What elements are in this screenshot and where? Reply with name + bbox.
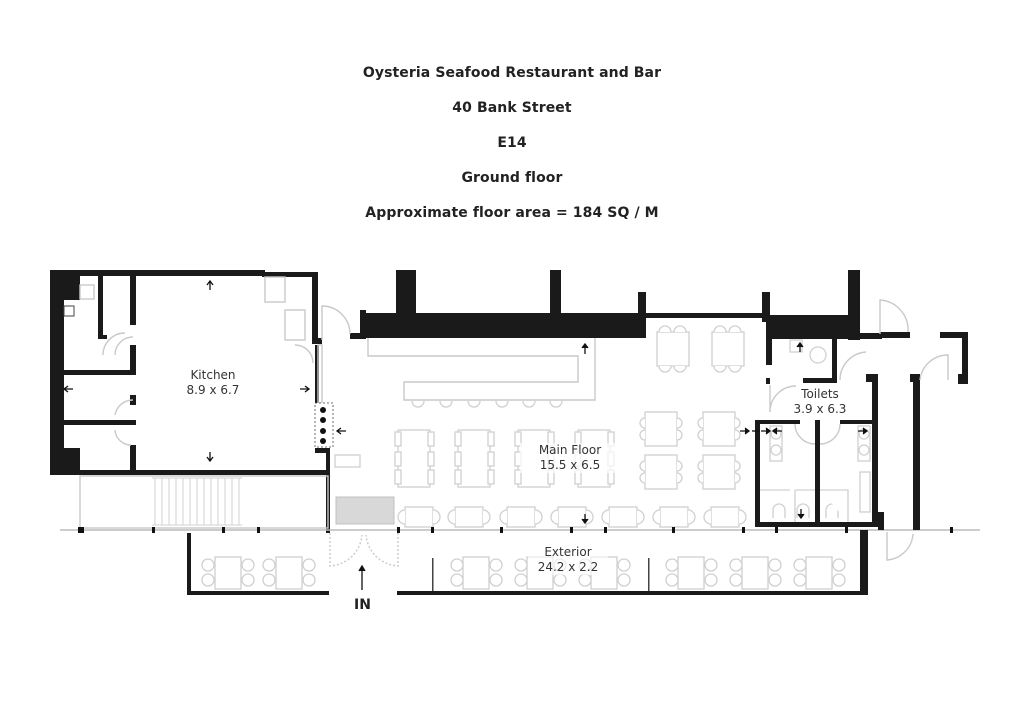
floor-level: Ground floor: [461, 170, 563, 186]
toilet-walls: [755, 332, 968, 595]
room-name: Main Floor: [538, 443, 602, 457]
entrance-arrow-icon: [358, 564, 366, 590]
kitchen-walls: [50, 270, 330, 533]
exterior-walls: [187, 530, 868, 595]
main-floor-tables: [334, 325, 747, 528]
room-name: Toilets: [801, 387, 839, 401]
bar-stools: [411, 400, 563, 408]
bar-counter: [367, 338, 596, 401]
room-name: Kitchen: [190, 368, 236, 382]
room-dimensions: 24.2 x 2.2: [537, 560, 599, 574]
plan-title: Oysteria Seafood Restaurant and Bar: [362, 65, 662, 81]
room-dimensions: 8.9 x 6.7: [186, 383, 240, 397]
hob-icon: [314, 402, 334, 448]
entrance-mat: [335, 496, 395, 525]
exterior-tables: [201, 556, 846, 590]
room-main-floor: Main Floor 15.5 x 6.5: [520, 443, 620, 473]
room-dimensions: 3.9 x 6.3: [793, 402, 847, 416]
main-floor-walls: [350, 270, 882, 384]
room-name: Exterior: [544, 545, 592, 559]
room-dimensions: 15.5 x 6.5: [539, 458, 601, 472]
kitchen-arrows: [62, 279, 346, 463]
room-kitchen: Kitchen 8.9 x 6.7: [173, 368, 253, 398]
floor-area: Approximate floor area = 184 SQ / M: [365, 205, 659, 221]
entrance-label: IN: [354, 597, 371, 613]
room-toilets: Toilets 3.9 x 6.3: [780, 387, 860, 417]
room-exterior: Exterior 24.2 x 2.2: [528, 545, 608, 575]
entrance-doors: [329, 533, 399, 567]
postcode: E14: [497, 135, 527, 151]
address: 40 Bank Street: [452, 100, 572, 116]
